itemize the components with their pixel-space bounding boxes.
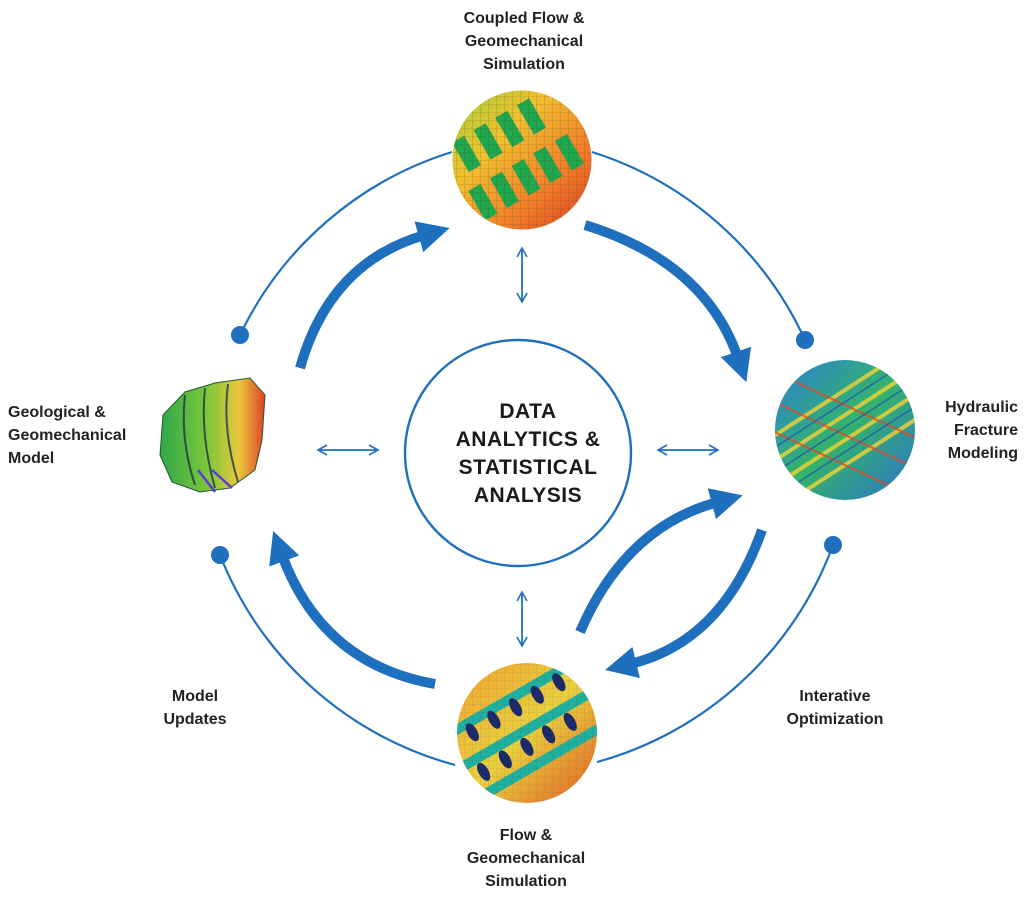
center-title-line: ANALYTICS & xyxy=(455,428,601,451)
flow-simulation-image xyxy=(457,663,597,803)
center-title-line: ANALYSIS xyxy=(473,484,583,507)
arrow-bottom-to-left xyxy=(269,530,436,689)
center-title-line: STATISTICAL xyxy=(458,456,598,479)
label-line: Geomechanical xyxy=(464,33,584,50)
outer-ring xyxy=(218,150,835,767)
label-line: Coupled Flow & xyxy=(463,10,585,27)
label-line: Model xyxy=(171,688,219,705)
ring-dot xyxy=(231,326,249,344)
label-line: Geomechanical xyxy=(466,850,586,867)
label-coupled-flow-simulation: Coupled Flow & Geomechanical Simulation xyxy=(424,7,624,76)
label-flow-simulation: Flow & Geomechanical Simulation xyxy=(426,824,626,893)
label-model-updates: Model Updates xyxy=(140,685,250,731)
label-line: Optimization xyxy=(786,711,884,728)
arrow-top-to-right xyxy=(583,220,752,383)
center-circle xyxy=(403,338,633,568)
label-iterative-optimization: Interative Optimization xyxy=(770,685,900,731)
arrow-left-to-top xyxy=(295,221,450,370)
ring-dot xyxy=(796,331,814,349)
cycle-arrows xyxy=(269,220,767,689)
label-line: Hydraulic xyxy=(945,399,1018,416)
label-line: Fracture xyxy=(953,422,1018,439)
label-line: Geological & xyxy=(8,404,106,421)
arrow-bottom-to-right xyxy=(575,488,743,634)
outer-arc-top-right xyxy=(591,150,806,341)
label-line: Simulation xyxy=(485,873,567,890)
label-line: Flow & xyxy=(499,827,553,844)
outer-arc-bottom-right xyxy=(596,544,835,764)
ring-dot xyxy=(824,536,842,554)
label-hydraulic-fracture-modeling: Hydraulic Fracture Modeling xyxy=(902,396,1018,465)
ring-end-dots xyxy=(211,326,842,564)
label-line: Modeling xyxy=(947,445,1018,462)
coupled-flow-simulation-image xyxy=(451,89,593,231)
center-links xyxy=(316,246,720,648)
label-line: Model xyxy=(8,450,55,467)
ring-dot xyxy=(211,546,229,564)
center-title: DATA ANALYTICS & STATISTICAL ANALYSIS xyxy=(430,398,626,510)
label-geological-model: Geological & Geomechanical Model xyxy=(8,401,158,470)
outer-arc-top-left xyxy=(239,150,453,336)
outer-arc-bottom-left xyxy=(218,554,456,767)
center-title-line: DATA xyxy=(499,400,557,423)
label-line: Geomechanical xyxy=(8,427,127,444)
label-line: Simulation xyxy=(483,56,565,73)
label-line: Interative xyxy=(799,688,871,705)
arrow-right-to-bottom xyxy=(605,528,767,679)
hydraulic-fracture-image xyxy=(775,360,915,500)
geological-model-image xyxy=(147,364,283,500)
label-line: Updates xyxy=(163,711,227,728)
